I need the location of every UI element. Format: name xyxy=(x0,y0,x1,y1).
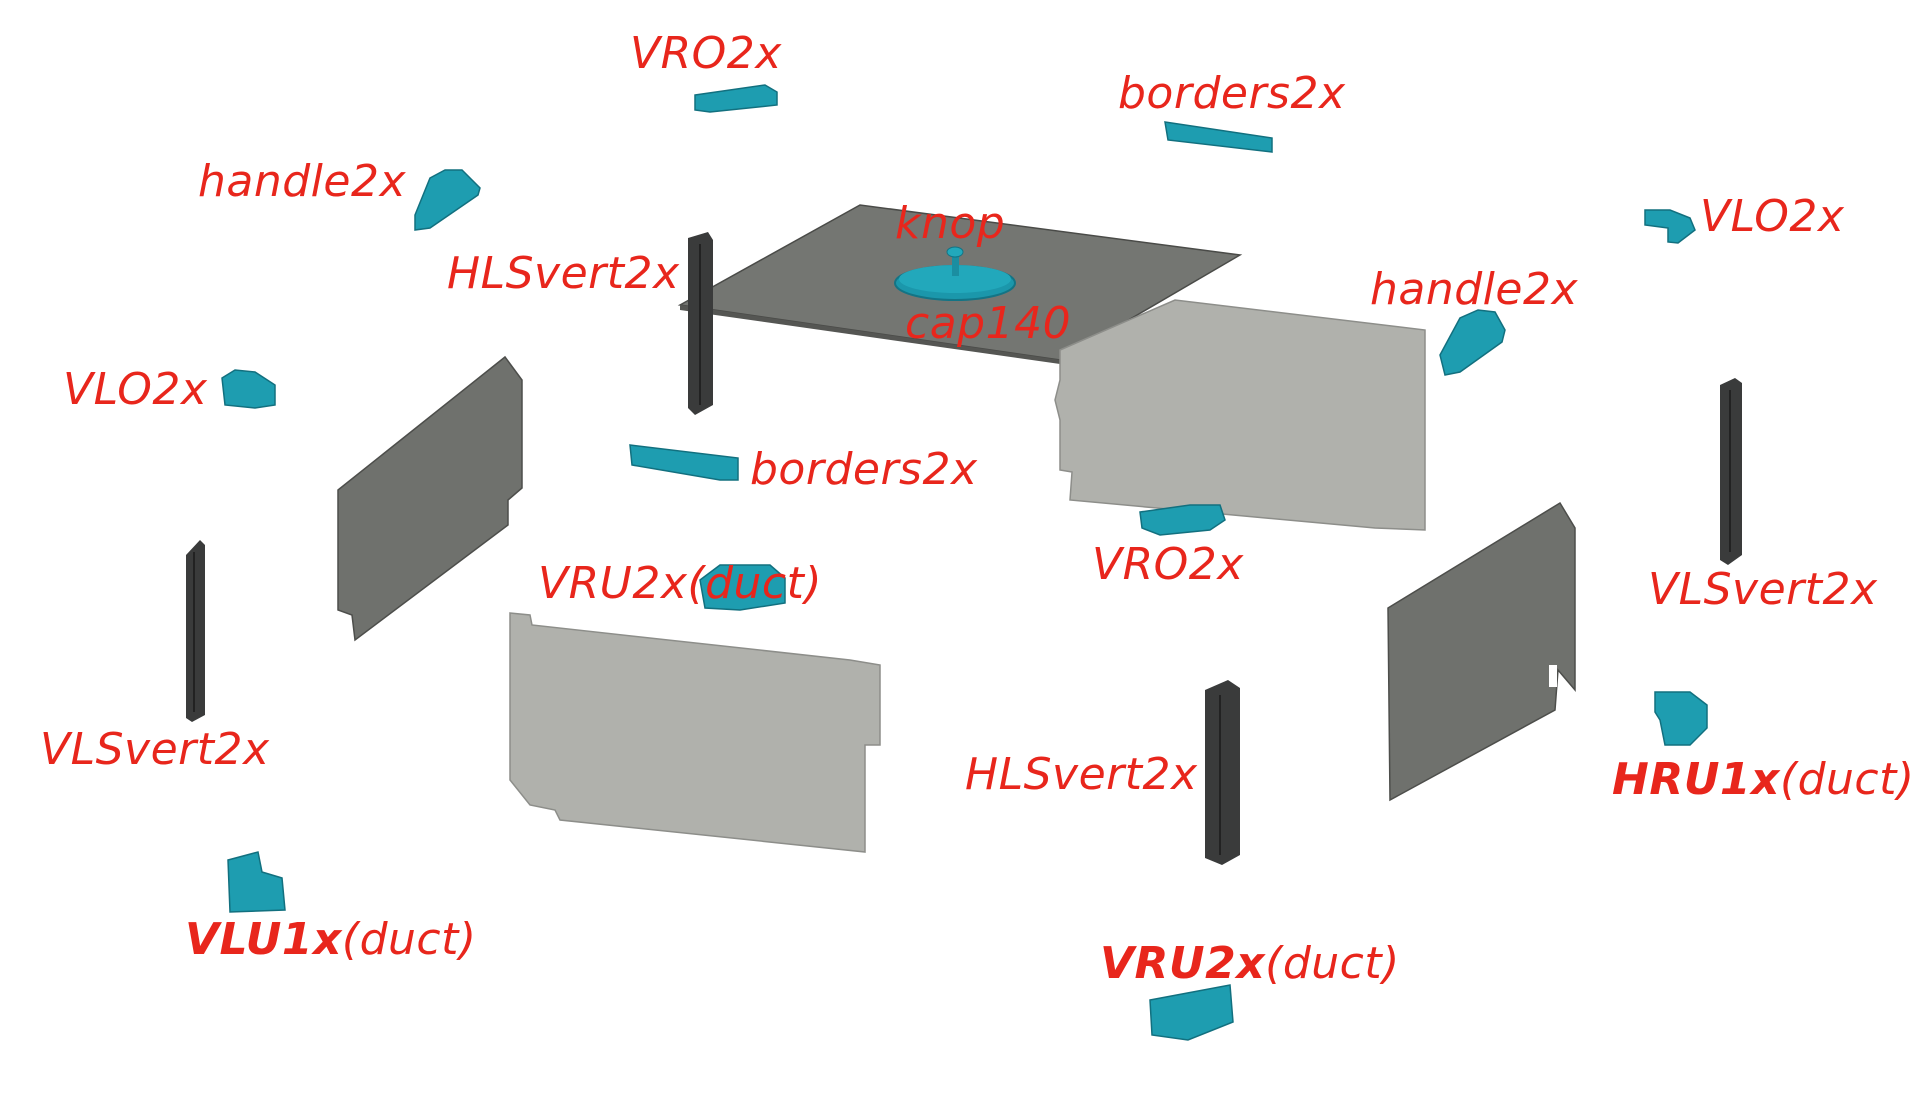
label-vlsvert2x-right: VLSvert2x xyxy=(1648,564,1878,615)
vlu-bracket xyxy=(227,851,286,913)
cap140-disc xyxy=(894,265,1016,301)
vlsvert-profile-left xyxy=(186,540,205,722)
label-cap140: cap140 xyxy=(905,298,1072,349)
label-vro2x-mid: VRO2x xyxy=(1092,539,1244,590)
label-vlu1x: VLU1x(duct) xyxy=(185,918,477,962)
label-hlsvert2x-bottom: HLSvert2x xyxy=(965,749,1198,800)
border-bar-top xyxy=(1164,121,1273,153)
label-vru2x-bottom: VRU2x(duct) xyxy=(1100,942,1400,986)
vru-bracket-mid xyxy=(699,564,786,611)
label-handle2x-right: handle2x xyxy=(1370,264,1578,315)
label-vru2x-bottom-rest: (duct) xyxy=(1265,938,1400,989)
handle-left xyxy=(414,169,481,231)
vro-bracket-top xyxy=(694,84,778,113)
handle-right xyxy=(1439,309,1506,376)
panel-front xyxy=(509,612,881,853)
vlo-bracket-right xyxy=(1644,209,1696,244)
label-vlu1x-bold: VLU1x xyxy=(185,914,342,965)
label-vru2x-mid: VRU2x(duct) xyxy=(538,558,823,609)
label-hlsvert2x-top: HLSvert2x xyxy=(447,248,680,299)
label-vlo2x-right: VLO2x xyxy=(1700,191,1845,242)
label-hru1x: HRU1x(duct) xyxy=(1612,758,1915,802)
label-handle2x-left: handle2x xyxy=(198,156,406,207)
label-hru1x-rest: (duct) xyxy=(1779,754,1915,805)
vlo-bracket-left xyxy=(221,369,276,409)
panel-left xyxy=(337,355,523,642)
label-vlsvert2x-left: VLSvert2x xyxy=(40,724,270,775)
label-hru1x-bold: HRU1x xyxy=(1612,754,1780,805)
label-vru2x-bottom-bold: VRU2x xyxy=(1100,938,1266,989)
panel-back-right xyxy=(1054,299,1426,531)
vlsvert-profile-right xyxy=(1720,378,1742,565)
border-bar-mid xyxy=(629,444,739,481)
hlsvert-profile-top xyxy=(688,232,713,415)
label-vlo2x-left: VLO2x xyxy=(63,364,208,415)
label-vro2x-top: VRO2x xyxy=(630,28,782,79)
label-knop: knop xyxy=(895,198,1006,249)
hlsvert-profile-bottom xyxy=(1205,680,1240,865)
label-vlu1x-rest: (duct) xyxy=(341,914,477,965)
vru-bracket-bottom xyxy=(1149,984,1234,1041)
knop-part xyxy=(946,246,964,276)
vro-bracket-mid xyxy=(1139,504,1226,536)
label-borders2x-mid: borders2x xyxy=(750,444,978,495)
hru-bracket xyxy=(1654,691,1708,746)
panel-right xyxy=(1387,501,1576,802)
label-borders2x-top: borders2x xyxy=(1118,68,1346,119)
